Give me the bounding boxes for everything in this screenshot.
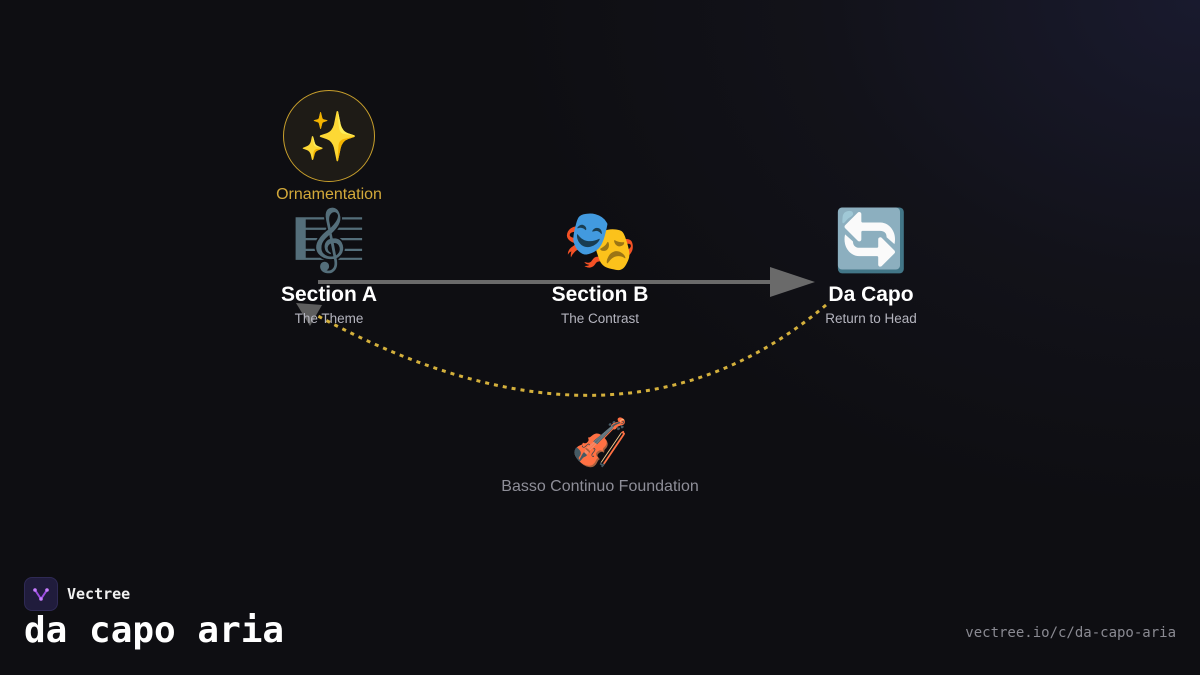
basso-continuo-label: Basso Continuo Foundation: [501, 478, 699, 495]
section-b-subtitle: The Contrast: [560, 311, 640, 326]
ornamentation-label: Ornamentation: [276, 186, 382, 203]
da-capo-title: Da Capo: [828, 283, 914, 306]
page-url[interactable]: vectree.io/c/da-capo-aria: [965, 625, 1176, 641]
return-arrow-head: [296, 303, 322, 326]
logo-glyph: [33, 588, 49, 601]
brand-name: Vectree: [67, 585, 131, 603]
section-a-subtitle: The Theme: [294, 311, 364, 326]
basso-continuo-node: 🎻 Basso Continuo Foundation: [450, 412, 750, 496]
violin-icon: 🎻: [571, 415, 629, 469]
vectree-logo-icon: [24, 577, 58, 611]
section-b-node: 🎭 Section B The Contrast: [480, 205, 720, 326]
brand[interactable]: Vectree: [24, 577, 130, 611]
section-b-title: Section B: [551, 283, 649, 306]
page-title: da capo aria: [24, 610, 285, 651]
sparkles-icon: ✨: [283, 90, 375, 182]
section-a-title: Section A: [280, 283, 378, 306]
da-capo-node: 🔄 Da Capo Return to Head: [751, 205, 991, 326]
musical-score-icon: 🎼: [291, 206, 367, 276]
forward-arrow-head: [770, 267, 815, 297]
ornamentation-node: ✨ Ornamentation: [249, 90, 409, 204]
section-a-node: 🎼 Section A The Theme: [209, 205, 449, 326]
da-capo-subtitle: Return to Head: [825, 311, 917, 326]
theater-masks-icon: 🎭: [562, 206, 638, 276]
return-arrow-path: [317, 303, 827, 397]
repeat-arrows-icon: 🔄: [833, 206, 909, 276]
